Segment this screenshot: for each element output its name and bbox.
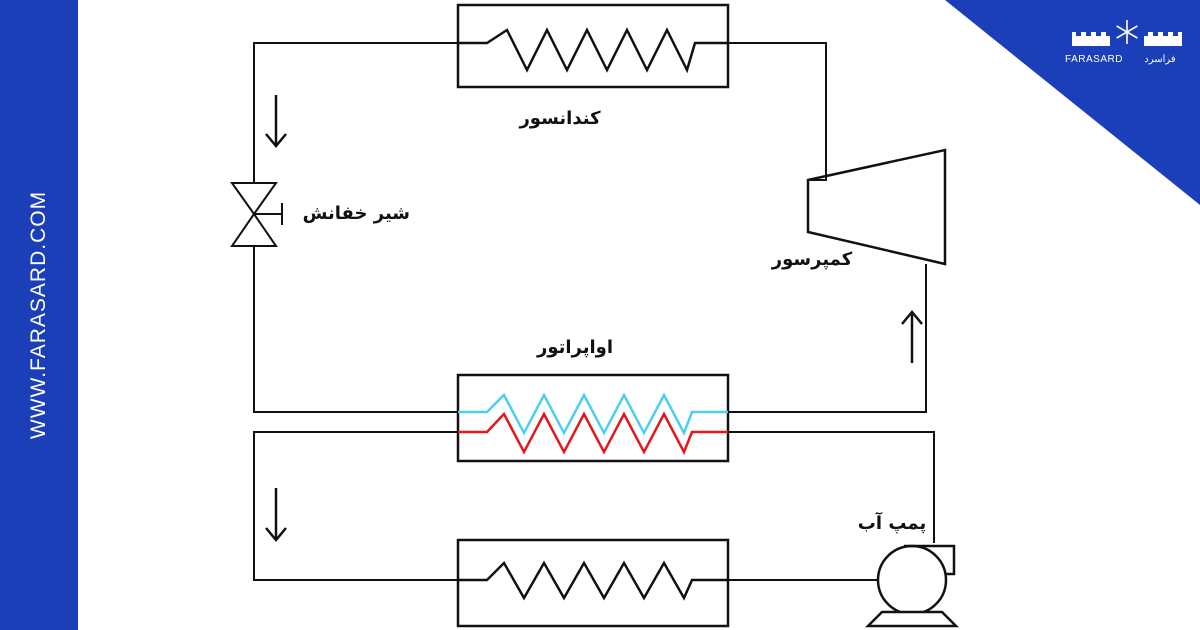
water-coil bbox=[458, 411, 728, 455]
heat-exchanger-coil bbox=[458, 560, 728, 601]
water-piping bbox=[253, 431, 935, 581]
condenser-box bbox=[456, 3, 730, 89]
flow-arrows bbox=[265, 95, 923, 542]
logo-left-crown bbox=[1072, 32, 1110, 46]
condenser bbox=[456, 3, 730, 89]
compressor-label: کمپرسور bbox=[771, 249, 853, 270]
logo-farsi-text: فراسرد bbox=[1144, 54, 1176, 65]
expansion-valve bbox=[230, 182, 283, 247]
compressor bbox=[806, 148, 947, 266]
evaporator-box bbox=[456, 373, 730, 463]
arrow-up-icon bbox=[901, 310, 923, 363]
arrow-down-icon bbox=[265, 488, 287, 542]
logo-latin-text: FARASARD bbox=[1065, 54, 1123, 65]
brand-sidebar: WWW.FARASARD.COM bbox=[0, 0, 78, 630]
evaporator bbox=[456, 373, 730, 463]
condenser-coil bbox=[458, 27, 728, 74]
water-heat-exchanger bbox=[456, 538, 730, 628]
water-pump bbox=[864, 544, 960, 628]
condenser-label: کندانسور bbox=[518, 108, 601, 129]
brand-corner bbox=[945, 0, 1200, 205]
arrow-down-icon bbox=[265, 95, 287, 148]
refrigerant-coil bbox=[458, 392, 728, 437]
heat-exchanger-box bbox=[456, 538, 730, 628]
expansion-valve-label: شیر خفانش bbox=[303, 203, 410, 224]
evaporator-label: اواپراتور bbox=[536, 337, 613, 358]
water-pump-label: پمپ آب bbox=[858, 511, 926, 534]
logo-right-crown bbox=[1144, 32, 1182, 46]
snowflake-icon bbox=[1116, 20, 1138, 44]
refrigerant-piping bbox=[253, 42, 927, 413]
farasard-logo: FARASARD فراسرد bbox=[1065, 20, 1182, 65]
